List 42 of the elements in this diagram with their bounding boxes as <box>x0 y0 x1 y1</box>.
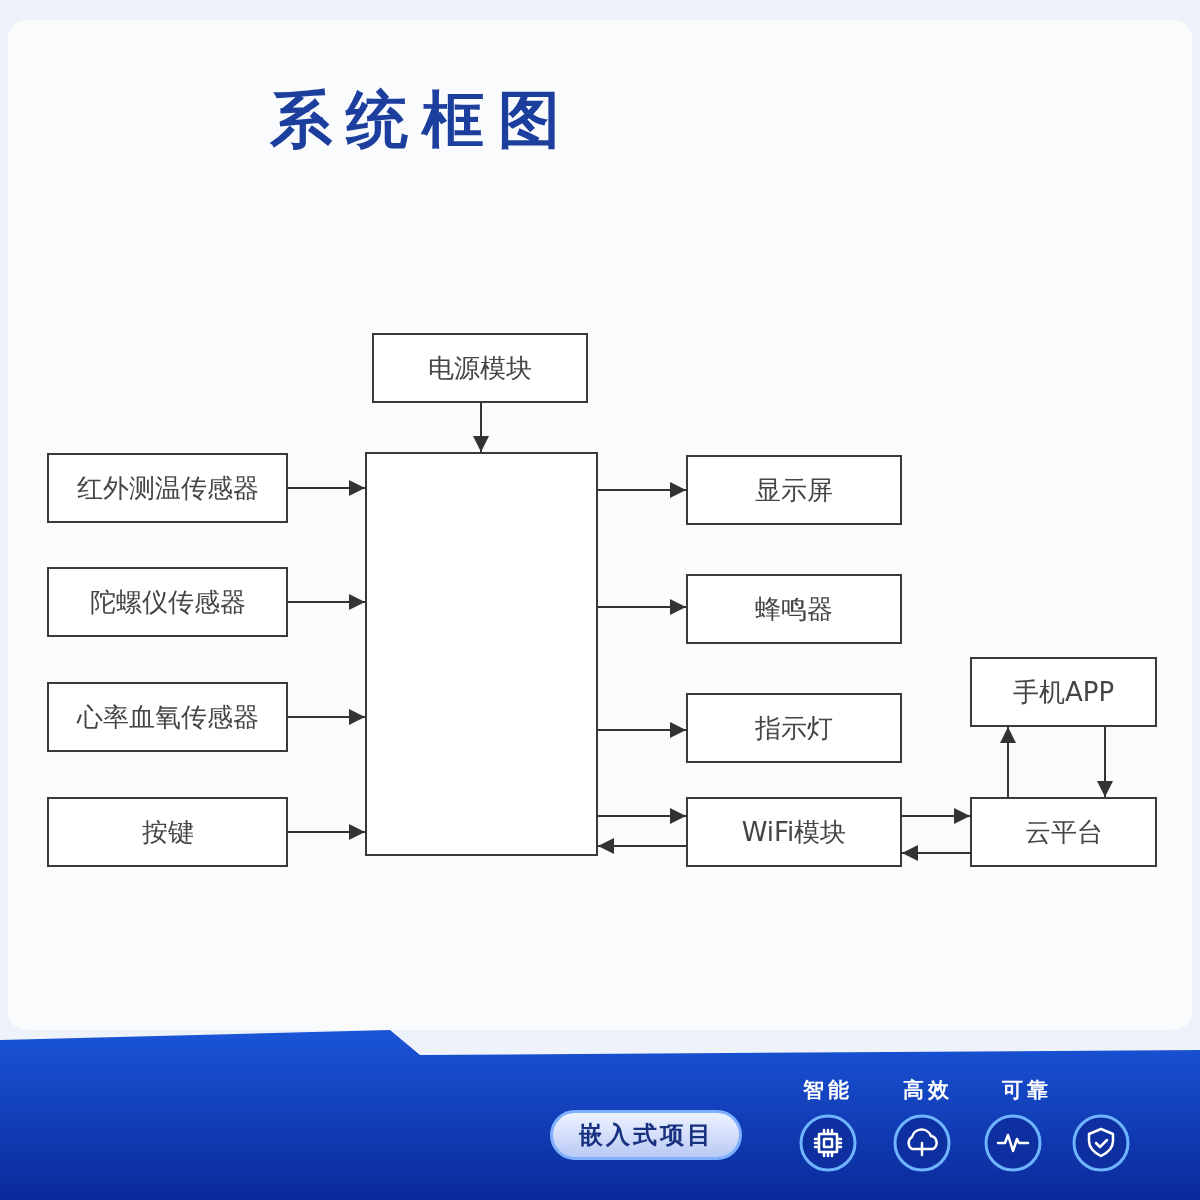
arrow <box>597 838 687 854</box>
module-box <box>47 682 288 752</box>
module-label: 电源模块 <box>428 351 532 385</box>
arrow <box>1000 726 1016 798</box>
slogan-text: 可靠 <box>1002 1077 1052 1104</box>
arrow <box>287 709 366 725</box>
arrow <box>597 482 687 498</box>
arrow <box>287 480 366 496</box>
module-label: 手机APP <box>1012 675 1115 709</box>
module-label: 红外测温传感器 <box>76 471 259 505</box>
module-box <box>47 567 288 637</box>
module-label: 心率血氧传感器 <box>76 700 259 734</box>
arrow <box>1097 726 1113 798</box>
module-label: 云平台 <box>1024 815 1103 849</box>
arrow <box>597 722 687 738</box>
module-label: WiFi模块 <box>741 815 847 849</box>
controller-box <box>365 452 598 856</box>
slogan-text: 高效 <box>903 1077 953 1104</box>
diagram-title: 系统框图 <box>270 82 574 158</box>
arrow <box>473 402 489 453</box>
module-box <box>47 797 288 867</box>
module-label: 蜂鸣器 <box>755 592 833 626</box>
module-label: 陀螺仪传感器 <box>89 585 246 619</box>
tag-pill: 嵌入式项目 <box>550 1110 742 1160</box>
module-box <box>686 797 902 867</box>
arrow <box>597 599 687 615</box>
module-box <box>970 657 1157 727</box>
arrow <box>901 808 971 824</box>
module-label: 显示屏 <box>755 473 833 507</box>
arrow <box>597 808 687 824</box>
module-box <box>47 453 288 523</box>
module-box <box>686 574 902 644</box>
module-box <box>372 333 588 403</box>
arrow <box>287 824 366 840</box>
module-box <box>686 693 902 763</box>
module-label: 指示灯 <box>755 711 833 745</box>
slogan-text: 智能 <box>803 1077 853 1104</box>
module-box <box>686 455 902 525</box>
arrow <box>901 845 971 861</box>
arrow <box>287 594 366 610</box>
module-label: 按键 <box>141 815 194 849</box>
module-box <box>970 797 1157 867</box>
